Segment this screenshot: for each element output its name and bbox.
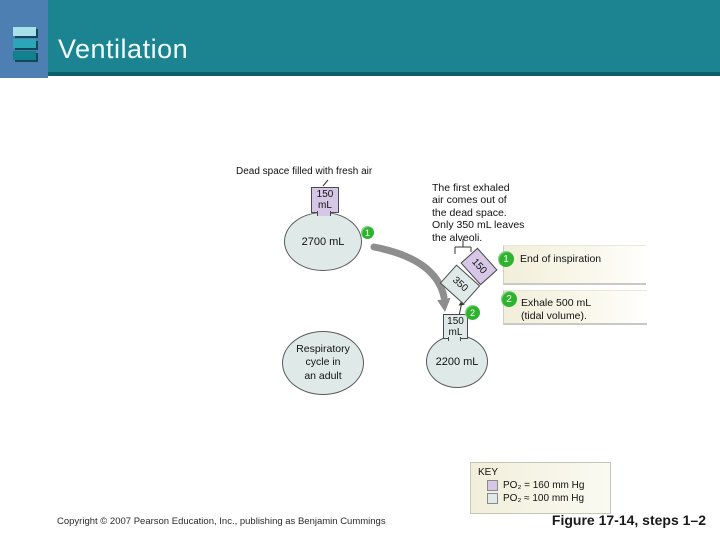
step2-badge: 2 (501, 291, 517, 307)
step2-callout: Exhale 500 mL (tidal volume). (503, 290, 647, 325)
dead-space-box-expiration: 150 mL (443, 314, 468, 339)
logo-bar-icon (13, 51, 36, 60)
respiratory-cycle-circle: Respiratory cycle in an adult (282, 331, 364, 395)
dead-space-box-inspiration: 150 mL (311, 187, 339, 213)
header-bar (0, 0, 720, 76)
key-entry: PO₂ = 160 mm Hg (487, 480, 610, 491)
key-swatch-purple-icon (487, 480, 498, 491)
step1-callout: End of inspiration (503, 245, 646, 285)
logo-bar-icon (13, 39, 36, 48)
key-entry-label: PO₂ = 160 mm Hg (503, 480, 585, 491)
step1-label: End of inspiration (520, 253, 602, 265)
logo-block (0, 0, 48, 78)
logo-bar-icon (13, 27, 36, 36)
step2-label: Exhale 500 mL (tidal volume). (521, 297, 592, 322)
expiration-lung-circle: 2200 mL (426, 335, 488, 388)
key-entry-label: PO₂ ≈ 100 mm Hg (503, 493, 585, 504)
exhale-note: The first exhaled air comes out of the d… (432, 182, 525, 244)
key-box: KEY PO₂ = 160 mm Hg PO₂ ≈ 100 mm Hg (470, 462, 611, 514)
dead-space-neck (448, 337, 461, 341)
key-swatch-blue-icon (487, 493, 498, 504)
copyright-text: Copyright © 2007 Pearson Education, Inc.… (57, 516, 386, 527)
airflow-arrow (370, 243, 451, 312)
label-pointer-line (322, 179, 329, 187)
dead-space-neck (317, 211, 331, 216)
step2-marker: 2 (465, 305, 480, 320)
inspiration-lung-circle: 2700 mL (284, 212, 362, 271)
step1-badge: 1 (498, 251, 514, 267)
figure-caption: Figure 17-14, steps 1–2 (551, 512, 706, 528)
dead-space-label: Dead space filled with fresh air (236, 166, 373, 177)
step1-marker: 1 (361, 226, 374, 239)
key-entry: PO₂ ≈ 100 mm Hg (487, 493, 610, 504)
page-title: Ventilation (58, 34, 189, 64)
key-title: KEY (478, 467, 499, 478)
